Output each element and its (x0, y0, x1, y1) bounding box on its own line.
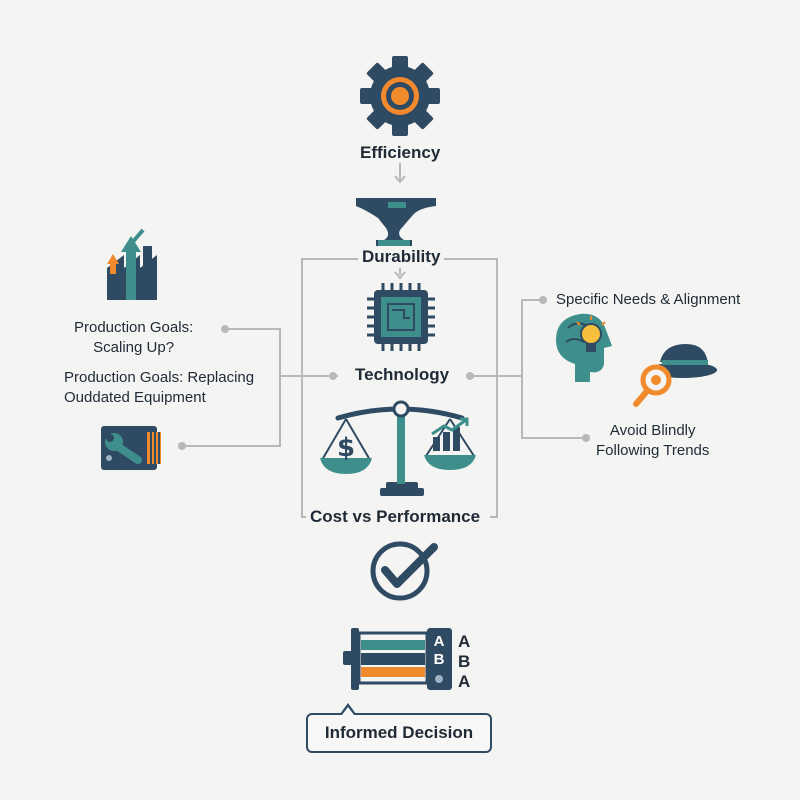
connector-dots (178, 296, 590, 450)
machine-letter-b: B (434, 651, 445, 668)
side-letter-a-top: A (458, 632, 471, 651)
left-label-replacing: Production Goals: Replacing Ouddated Equ… (64, 368, 254, 408)
left-label-replacing-line2: Ouddated Equipment (64, 389, 206, 406)
connectors (184, 163, 588, 518)
arrowhead-durability (394, 175, 406, 184)
right-label-avoid-line1: Avoid Blindly (609, 422, 696, 439)
connector-right-needs (521, 299, 588, 439)
balance-scale-icon (320, 400, 476, 496)
side-letter-b: B (458, 652, 471, 671)
right-label-avoid: Avoid Blindly Following Trends (596, 421, 709, 461)
machine-letter-a: A (434, 633, 445, 650)
wrench-machine-icon (101, 426, 161, 470)
informed-decision-box: Informed Decision (306, 713, 492, 753)
bracket-left (301, 258, 358, 518)
bracket-right (442, 258, 498, 518)
gear-icon (360, 56, 440, 136)
right-label-needs: Specific Needs & Alignment (556, 291, 741, 308)
microchip-icon (367, 283, 435, 351)
factory-growth-icon (107, 228, 157, 300)
checkmark-icon (370, 541, 438, 601)
brain-lightbulb-icon (556, 313, 612, 382)
connector-left-goals (184, 328, 281, 447)
side-letter-a-bottom: A (458, 672, 471, 691)
node-technology: Technology (351, 365, 454, 385)
right-label-avoid-line2: Following Trends (596, 442, 710, 459)
node-cost-vs-performance: Cost vs Performance (306, 507, 485, 527)
machine-ab-icon (343, 628, 452, 690)
bubble-tail-inner (342, 707, 354, 715)
left-label-scaling: Production Goals: Scaling Up? (74, 318, 193, 358)
arrowhead-technology (394, 271, 406, 280)
node-durability: Durability (358, 247, 445, 267)
left-label-replacing-line1: Production Goals: Replacing (64, 369, 255, 386)
hat-magnifier-icon (633, 344, 717, 407)
left-label-scaling-line2: Scaling Up? (93, 339, 175, 356)
left-label-scaling-line1: Production Goals: (74, 319, 194, 336)
dollar-glyph: $ (337, 433, 355, 463)
node-efficiency: Efficiency (356, 143, 445, 163)
anvil-icon (356, 198, 436, 246)
